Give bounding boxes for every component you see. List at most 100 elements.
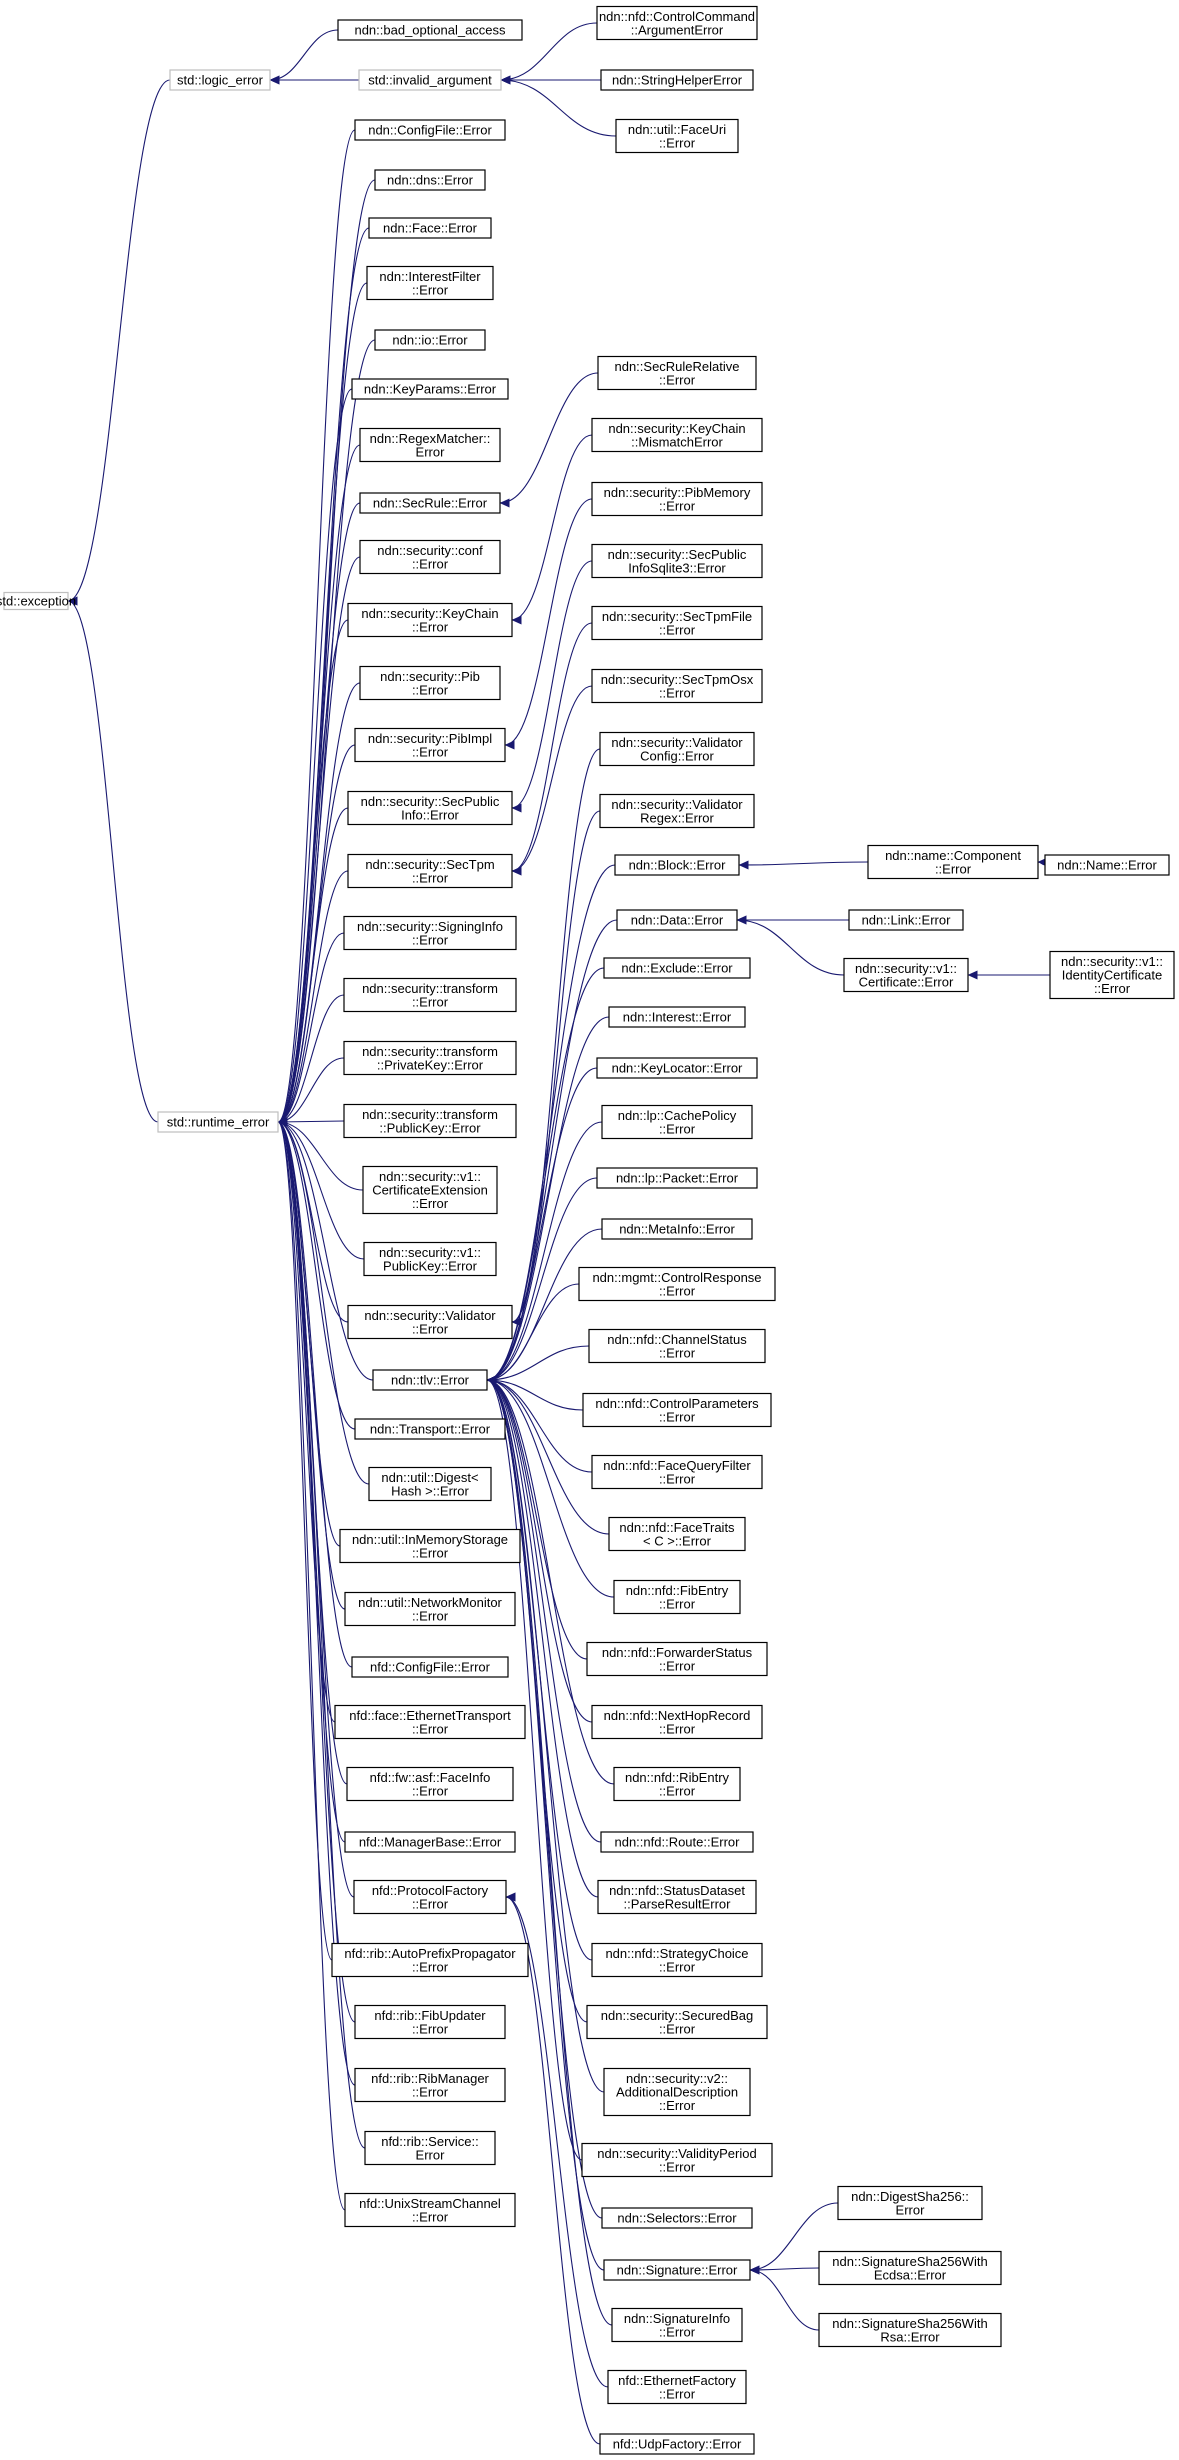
- class-node-nfd-configfile-error[interactable]: nfd::ConfigFile::Error: [351, 1656, 509, 1678]
- class-node-nfd-fw-asf-faceinfo-error[interactable]: nfd::fw::asf::FaceInfo::Error: [346, 1766, 514, 1802]
- class-node-ndn-data-error[interactable]: ndn::Data::Error: [616, 909, 738, 931]
- class-node-ndn-security-secpublicinfosqlite3-error[interactable]: ndn::security::SecPublicInfoSqlite3::Err…: [591, 543, 763, 579]
- class-node-ndn-io-error[interactable]: ndn::io::Error: [374, 329, 486, 351]
- class-node-ndn-lp-cachepolicy-error[interactable]: ndn::lp::CachePolicy::Error: [601, 1104, 753, 1140]
- class-node-ndn-security-v1-certificate-error[interactable]: ndn::security::v1::Certificate::Error: [843, 957, 969, 993]
- class-node-ndn-security-validityperiod-error[interactable]: ndn::security::ValidityPeriod::Error: [581, 2142, 773, 2178]
- class-node-ndn-security-pibmemory-error[interactable]: ndn::security::PibMemory::Error: [591, 481, 763, 517]
- class-node-ndn-block-error[interactable]: ndn::Block::Error: [614, 854, 740, 876]
- class-node-ndn-nfd-controlparameters-error[interactable]: ndn::nfd::ControlParameters::Error: [582, 1392, 772, 1428]
- class-node-nfd-rib-service-error[interactable]: nfd::rib::Service::Error: [364, 2130, 496, 2166]
- class-node-ndn-security-securedbag-error[interactable]: ndn::security::SecuredBag::Error: [586, 2004, 768, 2040]
- class-node-ndn-keylocator-error[interactable]: ndn::KeyLocator::Error: [596, 1057, 758, 1079]
- class-node-ndn-security-sectpmfile-error[interactable]: ndn::security::SecTpmFile::Error: [591, 605, 763, 641]
- class-node-ndn-nfd-fibentry-error[interactable]: ndn::nfd::FibEntry::Error: [613, 1579, 741, 1615]
- class-node-ndn-exclude-error[interactable]: ndn::Exclude::Error: [603, 957, 751, 979]
- class-node-nfd-unixstreamchannel-error[interactable]: nfd::UnixStreamChannel::Error: [344, 2192, 516, 2228]
- class-node-ndn-util-faceuri-error[interactable]: ndn::util::FaceUri::Error: [615, 118, 739, 154]
- class-node-ndn-security-keychain-mismatcherror[interactable]: ndn::security::KeyChain::MismatchError: [591, 417, 763, 453]
- edge-sigrsa_err-to-signature_err: [749, 2265, 820, 2331]
- class-node-ndn-nfd-controlcommand-argumenterror[interactable]: ndn::nfd::ControlCommand::ArgumentError: [596, 5, 758, 41]
- class-node-ndn-metainfo-error[interactable]: ndn::MetaInfo::Error: [601, 1218, 753, 1240]
- class-node-ndn-security-sectpm-error[interactable]: ndn::security::SecTpm::Error: [347, 853, 513, 889]
- class-node-ndn-nfd-ribentry-error[interactable]: ndn::nfd::RibEntry::Error: [613, 1766, 741, 1802]
- class-node-nfd-rib-autoprefixpropagator-error[interactable]: nfd::rib::AutoPrefixPropagator::Error: [331, 1942, 529, 1978]
- edge-sectpm_err-to-std_runtime_error: [277, 870, 349, 1127]
- class-node-ndn-name-component-error[interactable]: ndn::name::Component::Error: [867, 844, 1039, 880]
- class-node-ndn-face-error[interactable]: ndn::Face::Error: [368, 217, 492, 239]
- class-node-ndn-security-pib-error[interactable]: ndn::security::Pib::Error: [359, 665, 501, 701]
- edge-lp_packet_err-to-tlv_err: [486, 1177, 598, 1385]
- class-node-nfd-managerbase-error[interactable]: nfd::ManagerBase::Error: [344, 1831, 516, 1853]
- class-node-ndn-nfd-facequeryfilter-error[interactable]: ndn::nfd::FaceQueryFilter::Error: [591, 1454, 763, 1490]
- class-node-ndn-security-transform-publickey-error[interactable]: ndn::security::transform::PublicKey::Err…: [343, 1103, 517, 1139]
- class-node-ndn-security-v1-certificateextension-error[interactable]: ndn::security::v1::CertificateExtension:…: [362, 1165, 498, 1215]
- class-node-ndn-tlv-error[interactable]: ndn::tlv::Error: [372, 1369, 488, 1391]
- class-node-ndn-security-pibimpl-error[interactable]: ndn::security::PibImpl::Error: [354, 727, 506, 763]
- class-node-ndn-nfd-statusdataset-parseresulterror[interactable]: ndn::nfd::StatusDataset::ParseResultErro…: [597, 1879, 757, 1915]
- class-node-ndn-digestsha256-error[interactable]: ndn::DigestSha256::Error: [837, 2185, 983, 2221]
- class-node-ndn-security-v1-publickey-error[interactable]: ndn::security::v1::PublicKey::Error: [363, 1241, 497, 1277]
- class-node-ndn-dns-error[interactable]: ndn::dns::Error: [374, 169, 486, 191]
- class-node-ndn-util-inmemorystorage-error[interactable]: ndn::util::InMemoryStorage::Error: [339, 1528, 521, 1564]
- class-node-nfd-protocolfactory-error[interactable]: nfd::ProtocolFactory::Error: [353, 1879, 507, 1915]
- class-node-label: ndn::RegexMatcher::: [370, 431, 491, 446]
- class-node-ndn-util-digest-hash-error[interactable]: ndn::util::Digest<Hash >::Error: [368, 1466, 492, 1502]
- class-node-ndn-nfd-forwarderstatus-error[interactable]: ndn::nfd::ForwarderStatus::Error: [586, 1641, 768, 1677]
- class-node-ndn-security-keychain-error[interactable]: ndn::security::KeyChain::Error: [347, 602, 513, 638]
- class-node-ndn-mgmt-controlresponse-error[interactable]: ndn::mgmt::ControlResponse::Error: [578, 1266, 776, 1302]
- class-node-ndn-security-v2-additionaldescription-error[interactable]: ndn::security::v2::AdditionalDescription…: [603, 2067, 751, 2117]
- class-node-ndn-lp-packet-error[interactable]: ndn::lp::Packet::Error: [596, 1167, 758, 1189]
- class-node-ndn-security-conf-error[interactable]: ndn::security::conf::Error: [359, 539, 501, 575]
- class-node-ndn-link-error[interactable]: ndn::Link::Error: [848, 909, 964, 931]
- class-node-ndn-signature-error[interactable]: ndn::Signature::Error: [603, 2259, 751, 2281]
- class-node-nfd-face-ethernettransport-error[interactable]: nfd::face::EthernetTransport::Error: [334, 1704, 526, 1740]
- class-node-ndn-security-transform-error[interactable]: ndn::security::transform::Error: [343, 977, 517, 1013]
- inheritance-edge: [486, 1177, 598, 1385]
- class-node-ndn-security-v1-identitycertificate-error[interactable]: ndn::security::v1::IdentityCertificate::…: [1049, 950, 1175, 1000]
- class-node-nfd-udpfactory-error[interactable]: nfd::UdpFactory::Error: [599, 2433, 755, 2455]
- class-node-ndn-interestfilter-error[interactable]: ndn::InterestFilter::Error: [366, 265, 494, 301]
- class-node-nfd-ethernetfactory-error[interactable]: nfd::EthernetFactory::Error: [607, 2369, 747, 2405]
- class-node-nfd-rib-fibupdater-error[interactable]: nfd::rib::FibUpdater::Error: [354, 2004, 506, 2040]
- class-node-ndn-regexmatcher-error[interactable]: ndn::RegexMatcher::Error: [359, 427, 501, 463]
- class-node-ndn-transport-error[interactable]: ndn::Transport::Error: [354, 1418, 506, 1440]
- class-node-ndn-keyparams-error[interactable]: ndn::KeyParams::Error: [351, 378, 509, 400]
- class-node-ndn-nfd-nexthoprecord-error[interactable]: ndn::nfd::NextHopRecord::Error: [591, 1704, 763, 1740]
- class-node-ndn-nfd-channelstatus-error[interactable]: ndn::nfd::ChannelStatus::Error: [588, 1328, 766, 1364]
- class-node-label: ndn::SecRule::Error: [373, 496, 488, 511]
- class-node-std-logic-error[interactable]: std::logic_error: [169, 69, 271, 91]
- class-node-ndn-util-networkmonitor-error[interactable]: ndn::util::NetworkMonitor::Error: [344, 1591, 516, 1627]
- class-node-nfd-rib-ribmanager-error[interactable]: nfd::rib::RibManager::Error: [354, 2067, 506, 2103]
- class-node-std-runtime-error[interactable]: std::runtime_error: [157, 1111, 279, 1133]
- class-node-ndn-nfd-strategychoice-error[interactable]: ndn::nfd::StrategyChoice::Error: [591, 1942, 763, 1978]
- class-node-ndn-secrule-error[interactable]: ndn::SecRule::Error: [359, 492, 501, 514]
- edge-ribentry_err-to-tlv_err: [486, 1375, 615, 1785]
- class-node-label: ndn::mgmt::ControlResponse: [592, 1270, 761, 1285]
- class-node-ndn-security-signinginfo-error[interactable]: ndn::security::SigningInfo::Error: [343, 915, 517, 951]
- class-node-std-exception[interactable]: std::exception: [0, 591, 76, 611]
- class-node-ndn-configfile-error[interactable]: ndn::ConfigFile::Error: [354, 119, 506, 141]
- class-node-ndn-security-sectpmosx-error[interactable]: ndn::security::SecTpmOsx::Error: [591, 668, 763, 704]
- class-node-ndn-bad-optional-access[interactable]: ndn::bad_optional_access: [337, 19, 523, 41]
- class-node-ndn-stringhelpererror[interactable]: ndn::StringHelperError: [600, 69, 754, 91]
- class-node-ndn-name-error[interactable]: ndn::Name::Error: [1044, 854, 1170, 876]
- class-node-ndn-security-validator-error[interactable]: ndn::security::Validator::Error: [347, 1304, 513, 1340]
- class-node-ndn-interest-error[interactable]: ndn::Interest::Error: [608, 1006, 746, 1028]
- class-node-label: ::Error: [412, 1721, 449, 1736]
- class-node-std-invalid-argument[interactable]: std::invalid_argument: [358, 69, 502, 91]
- class-node-ndn-nfd-facetraits-c-error[interactable]: ndn::nfd::FaceTraits< C >::Error: [608, 1516, 746, 1552]
- class-node-ndn-selectors-error[interactable]: ndn::Selectors::Error: [601, 2207, 753, 2229]
- class-node-ndn-nfd-route-error[interactable]: ndn::nfd::Route::Error: [600, 1831, 754, 1853]
- inheritance-edge: [500, 75, 617, 137]
- class-node-ndn-signatureinfo-error[interactable]: ndn::SignatureInfo::Error: [611, 2307, 743, 2343]
- class-node-label: ::Error: [412, 1196, 449, 1211]
- class-node-ndn-security-transform-privatekey-error[interactable]: ndn::security::transform::PrivateKey::Er…: [343, 1040, 517, 1076]
- class-node-ndn-secrulerelative-error[interactable]: ndn::SecRuleRelative::Error: [597, 355, 757, 391]
- class-node-label: ndn::nfd::FaceQueryFilter: [603, 1458, 751, 1473]
